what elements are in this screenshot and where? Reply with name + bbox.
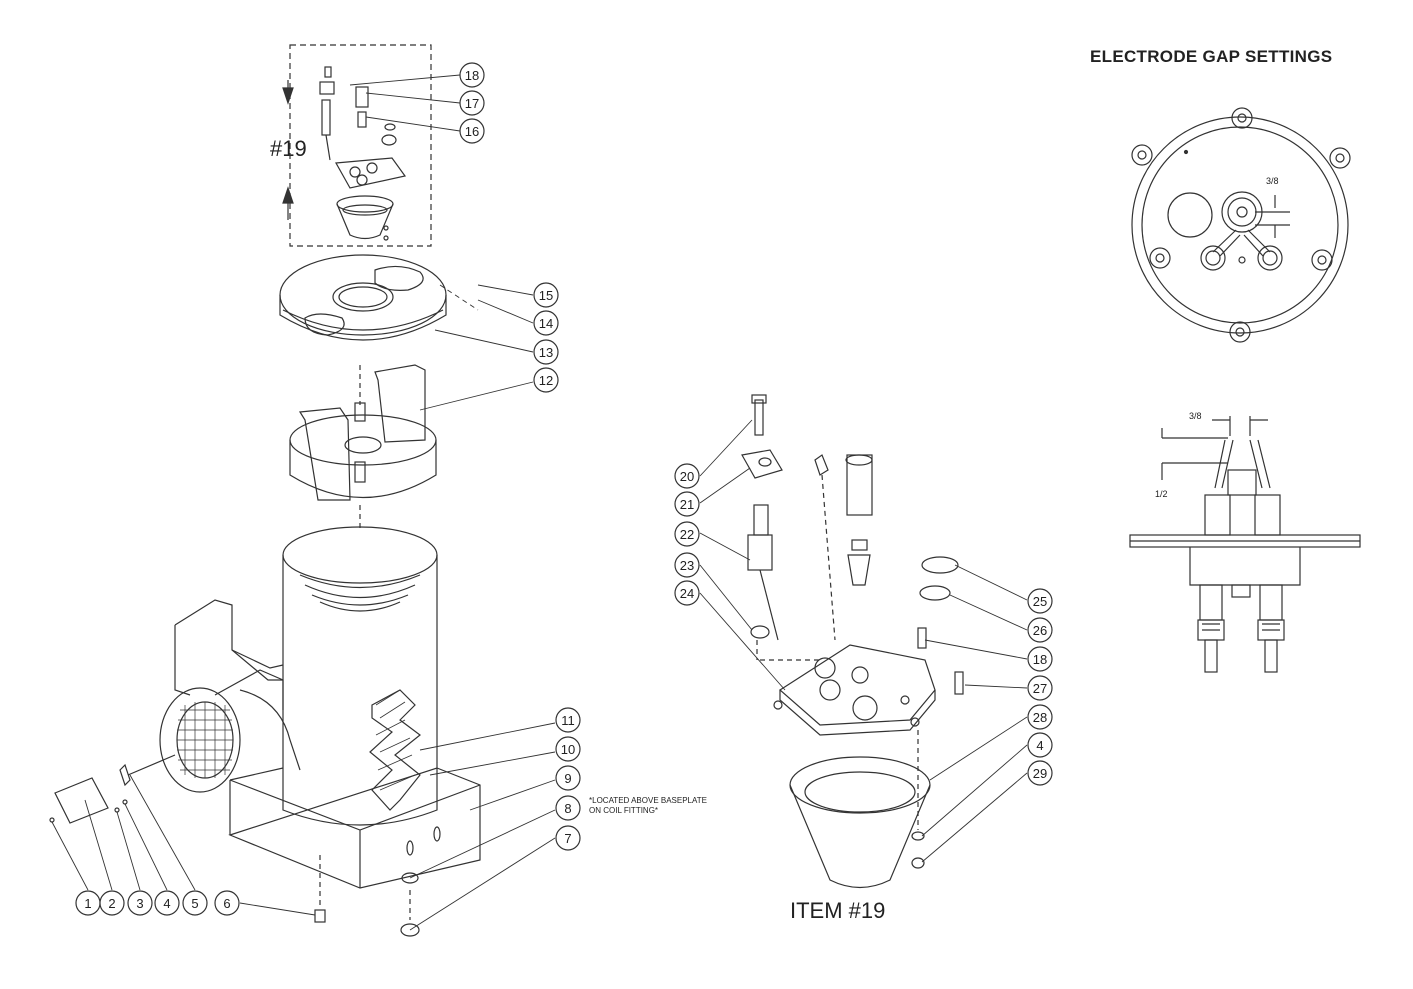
- callout-6-label: 6: [223, 896, 230, 911]
- blower-assembly: [159, 599, 301, 793]
- callout-8-label: 8: [564, 801, 571, 816]
- callout-9-label: 9: [564, 771, 571, 786]
- callout-28-label: 28: [1033, 710, 1047, 725]
- callout-4-item19: 4: [1027, 732, 1053, 758]
- callout-2-label: 2: [108, 896, 115, 911]
- callout-13: 13: [533, 339, 559, 365]
- callout-10-label: 10: [561, 742, 575, 757]
- callout-15: 15: [533, 282, 559, 308]
- callout-22: 22: [674, 521, 700, 547]
- callout-3: 3: [127, 890, 153, 916]
- callout-2: 2: [99, 890, 125, 916]
- callout-28: 28: [1027, 704, 1053, 730]
- callout-7-label: 7: [564, 831, 571, 846]
- callout-17: 17: [459, 90, 485, 116]
- callout-27: 27: [1027, 675, 1053, 701]
- callout-5: 5: [182, 890, 208, 916]
- callout-group: 1 2 3 4 5 6 7 8 9 10 11 12 13 14 15 16 1…: [75, 62, 1053, 916]
- callout-20-label: 20: [680, 469, 694, 484]
- callout-23-label: 23: [680, 558, 694, 573]
- item-19-assembly: [741, 394, 964, 889]
- callout-18-item19: 18: [1027, 646, 1053, 672]
- callout-18-item19-label: 18: [1033, 652, 1047, 667]
- callout-29-label: 29: [1033, 766, 1047, 781]
- side-gap-dimension: 3/8: [1189, 411, 1202, 421]
- baseplate-note: *LOCATED ABOVE BASEPLATE ON COIL FITTING…: [589, 796, 759, 816]
- callout-18-main-label: 18: [465, 68, 479, 83]
- callout-1: 1: [75, 890, 101, 916]
- callout-4-item19-label: 4: [1036, 738, 1043, 753]
- side-height-dimension: 1/2: [1155, 489, 1168, 499]
- boiler-body: [282, 505, 438, 826]
- callout-24-label: 24: [680, 586, 694, 601]
- top-gap-dimension: 3/8: [1266, 176, 1279, 186]
- collector-part-12: [289, 364, 437, 501]
- callout-14: 14: [533, 310, 559, 336]
- callout-29: 29: [1027, 760, 1053, 786]
- callout-9: 9: [555, 765, 581, 791]
- callout-22-label: 22: [680, 527, 694, 542]
- callout-1-label: 1: [84, 896, 91, 911]
- electrode-gap-title: ELECTRODE GAP SETTINGS: [1090, 47, 1333, 66]
- callout-17-label: 17: [465, 96, 479, 111]
- note-line-1: *LOCATED ABOVE BASEPLATE: [589, 796, 707, 805]
- inset-electrode-assembly: [319, 66, 407, 241]
- callout-25: 25: [1027, 588, 1053, 614]
- callout-8: 8: [555, 795, 581, 821]
- electrode-gap-top-view: [1131, 107, 1351, 343]
- callout-27-label: 27: [1033, 681, 1047, 696]
- callout-7: 7: [555, 825, 581, 851]
- callout-12: 12: [533, 367, 559, 393]
- callout-6: 6: [214, 890, 240, 916]
- callout-26: 26: [1027, 617, 1053, 643]
- callout-11: 11: [555, 707, 581, 733]
- callout-14-label: 14: [539, 316, 553, 331]
- callout-21-label: 21: [680, 497, 694, 512]
- callout-3-label: 3: [136, 896, 143, 911]
- leaders-item19: [699, 419, 1028, 863]
- leaders-main: [51, 74, 556, 931]
- callout-10: 10: [555, 736, 581, 762]
- callout-16-label: 16: [465, 124, 479, 139]
- assembly-19-label: #19: [270, 136, 307, 161]
- callout-21: 21: [674, 491, 700, 517]
- callout-13-label: 13: [539, 345, 553, 360]
- callout-5-label: 5: [191, 896, 198, 911]
- callout-23: 23: [674, 552, 700, 578]
- callout-11-label: 11: [561, 713, 575, 728]
- callout-26-label: 26: [1033, 623, 1047, 638]
- note-line-2: ON COIL FITTING*: [589, 806, 659, 815]
- callout-15-label: 15: [539, 288, 553, 303]
- callout-18-main: 18: [459, 62, 485, 88]
- inset-dashed-box: [289, 44, 432, 247]
- callout-12-label: 12: [539, 373, 553, 388]
- electrode-gap-side-view: [1129, 416, 1361, 673]
- callout-20: 20: [674, 463, 700, 489]
- baseplate: [228, 767, 481, 889]
- lid-part-13: [279, 254, 447, 341]
- callout-4: 4: [154, 890, 180, 916]
- callout-24: 24: [674, 580, 700, 606]
- callout-25-label: 25: [1033, 594, 1047, 609]
- callout-4-label: 4: [163, 896, 170, 911]
- item-19-label: ITEM #19: [790, 898, 886, 923]
- callout-16: 16: [459, 118, 485, 144]
